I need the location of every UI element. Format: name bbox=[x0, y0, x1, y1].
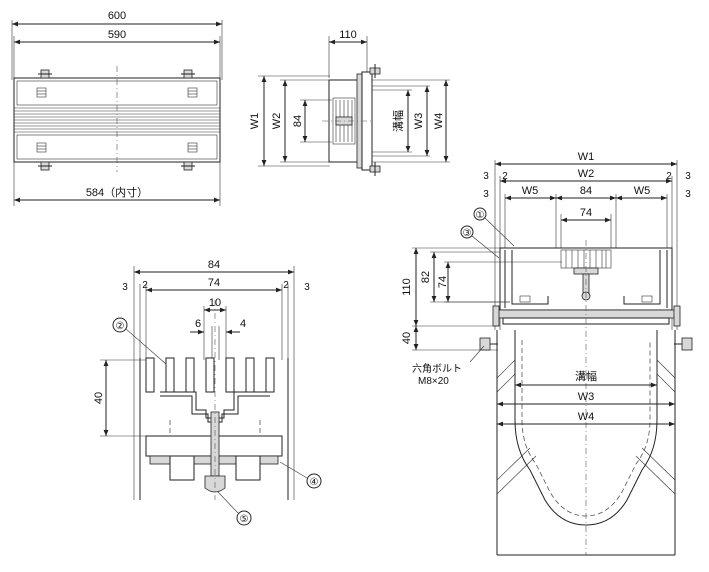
dim-w3-section: W3 bbox=[578, 391, 595, 403]
dim-3-right-detail: 3 bbox=[304, 282, 310, 293]
callout-3: ③ bbox=[463, 228, 472, 239]
dim-w4-section: W4 bbox=[578, 411, 595, 423]
hex-bolt-icon bbox=[479, 305, 693, 351]
groove-label-side: 溝幅 bbox=[392, 110, 405, 132]
callout-1: ① bbox=[476, 210, 485, 221]
section-view: W1 W2 3 2 2 3 3 3 W5 84 W5 74 ① ③ bbox=[401, 151, 693, 556]
dim-w2-side: W2 bbox=[271, 113, 283, 130]
dim-4-detail: 4 bbox=[240, 318, 246, 330]
bolt-label-1: 六角ボルト bbox=[412, 363, 462, 375]
side-view: 110 W1 W2 84 bbox=[249, 29, 450, 176]
callout-2: ② bbox=[116, 321, 125, 332]
dim-74-vertical: 74 bbox=[437, 276, 449, 288]
dim-w1-section: W1 bbox=[578, 151, 595, 163]
dim-6-detail: 6 bbox=[195, 318, 201, 330]
dim-2-right-detail: 2 bbox=[283, 280, 289, 291]
groove-label-section: 溝幅 bbox=[575, 370, 597, 383]
dim-2-b: 2 bbox=[666, 171, 672, 182]
dim-590: 590 bbox=[108, 29, 126, 41]
bolt-label-2: M8×20 bbox=[418, 376, 449, 387]
bolt-icon bbox=[38, 69, 195, 171]
callout-4: ④ bbox=[310, 477, 319, 488]
dim-600: 600 bbox=[108, 10, 126, 22]
dim-584-inner: 584（内寸） bbox=[86, 185, 148, 199]
dim-w1-side: W1 bbox=[249, 113, 261, 130]
dim-40-section: 40 bbox=[401, 332, 413, 344]
dim-3-c: 3 bbox=[483, 189, 489, 200]
dim-74-section: 74 bbox=[580, 207, 592, 219]
top-view: 600 590 bbox=[11, 10, 223, 206]
callout-5: ⑤ bbox=[240, 514, 249, 525]
dim-82-section: 82 bbox=[420, 271, 432, 283]
dim-3-left-detail: 3 bbox=[122, 282, 128, 293]
dim-w3-side: W3 bbox=[413, 113, 425, 130]
dim-w4-side: W4 bbox=[433, 113, 445, 130]
dim-84-detail: 84 bbox=[208, 259, 220, 271]
dim-40-detail: 40 bbox=[93, 392, 105, 404]
dim-84-side: 84 bbox=[292, 115, 304, 127]
dim-110-depth: 110 bbox=[339, 29, 357, 41]
dim-3-d: 3 bbox=[685, 189, 691, 200]
dim-w5-right: W5 bbox=[634, 185, 651, 197]
dim-w5-left: W5 bbox=[522, 185, 539, 197]
dim-74-detail: 74 bbox=[208, 277, 220, 289]
dim-3-b: 3 bbox=[685, 171, 691, 182]
dim-2-a: 2 bbox=[502, 171, 508, 182]
dim-w2-section: W2 bbox=[578, 168, 595, 180]
dim-84-section: 84 bbox=[580, 185, 592, 197]
dim-110-section: 110 bbox=[401, 278, 413, 296]
dim-2-left-detail: 2 bbox=[142, 280, 148, 291]
detail-view: 84 74 3 2 2 3 10 6 4 bbox=[93, 259, 322, 526]
dim-3-a: 3 bbox=[483, 171, 489, 182]
